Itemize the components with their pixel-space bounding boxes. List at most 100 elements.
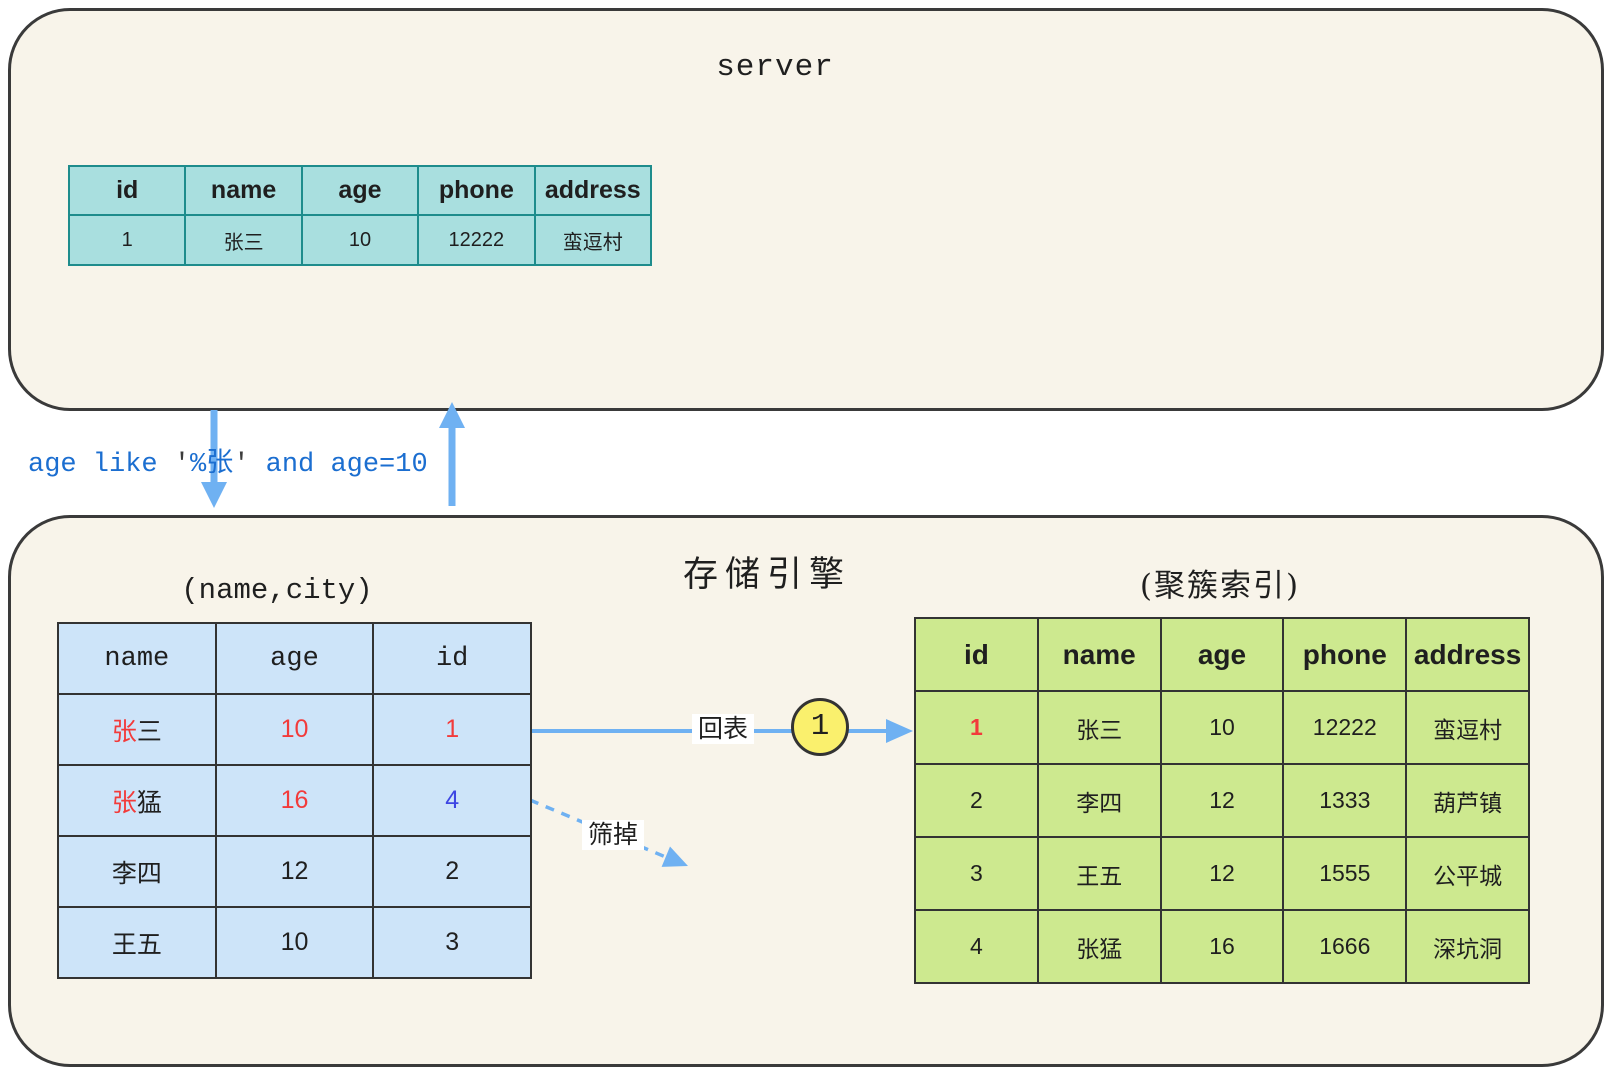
data-cell: 公平城	[1405, 836, 1530, 911]
column-header-cell: id	[914, 617, 1039, 692]
column-header-cell: name	[1036, 617, 1162, 692]
table-row: 2 李四 12 1333 葫芦镇	[914, 763, 1530, 838]
cell-text: 4	[970, 933, 983, 959]
table-row: 1 张三 10 12222 蛮逗村	[67, 214, 653, 266]
data-cell: 10	[214, 906, 375, 979]
data-cell: 1	[67, 214, 187, 266]
column-header-cell: phone	[1282, 617, 1408, 692]
data-cell: 张猛	[57, 764, 217, 837]
data-cell: 张三	[57, 693, 217, 766]
data-cell: 1	[372, 693, 532, 766]
query-condition-label: age like '%张' and age=10	[28, 440, 428, 480]
cell-text: name	[1062, 638, 1136, 670]
data-cell: 4	[914, 909, 1039, 984]
cell-text: age	[1197, 638, 1247, 670]
cell-text: 1666	[1319, 933, 1371, 959]
cell-text: 2	[970, 787, 983, 813]
data-cell: 3	[914, 836, 1039, 911]
column-header-cell: age	[1159, 617, 1285, 692]
data-cell: 12	[1159, 836, 1285, 911]
data-cell: 李四	[1036, 763, 1162, 838]
column-header-cell: address	[1405, 617, 1530, 692]
cell-text: 10	[348, 228, 372, 251]
secondary-index-title: (name,city)	[181, 574, 373, 607]
cell-text: 1333	[1319, 787, 1371, 813]
cell-text: age	[270, 643, 319, 674]
data-cell: 1333	[1282, 763, 1408, 838]
data-cell: 王五	[1036, 836, 1162, 911]
table-row: 3 王五 12 1555 公平城	[914, 836, 1530, 911]
cell-text: 3	[445, 928, 460, 956]
data-cell: 张猛	[1036, 909, 1162, 984]
back-to-table-label: 回表	[692, 714, 755, 744]
cell-text: 10	[280, 928, 309, 956]
cell-text: 12	[1209, 787, 1235, 813]
cell-text: name	[104, 643, 170, 674]
cell-text: 4	[445, 786, 460, 814]
cluster-index-title: (聚簇索引)	[1139, 568, 1301, 604]
cell-text: 1555	[1319, 860, 1371, 886]
cell-text: 猛	[136, 788, 162, 817]
query-text-segment: and age=10	[249, 450, 428, 480]
column-header-cell: age	[300, 165, 420, 216]
cell-text: 李四	[111, 859, 162, 888]
data-cell: 10	[214, 693, 375, 766]
data-cell: 王五	[57, 906, 217, 979]
cell-text: 3	[970, 860, 983, 886]
data-cell: 12222	[417, 214, 536, 266]
cell-text: id	[116, 176, 139, 204]
column-header-cell: address	[533, 165, 653, 216]
cell-text: name	[210, 176, 277, 204]
cell-text: 张三	[223, 231, 264, 254]
cell-text: 王五	[1076, 862, 1123, 889]
cell-text: id	[963, 638, 989, 670]
cell-text: 蛮逗村	[1433, 716, 1503, 743]
data-cell: 10	[1159, 690, 1285, 765]
server-box-title: server	[716, 50, 834, 85]
cell-text: 深坑洞	[1433, 935, 1503, 962]
cell-text: 16	[280, 786, 309, 814]
data-cell: 12222	[1282, 690, 1408, 765]
query-text-segment: '	[233, 450, 250, 480]
data-cell: 2	[914, 763, 1039, 838]
cell-text: 张猛	[1076, 935, 1123, 962]
data-cell: 12	[214, 835, 375, 908]
cell-text: 三	[136, 717, 162, 746]
filter-out-label: 筛掉	[582, 820, 645, 850]
data-cell: 1666	[1282, 909, 1408, 984]
data-cell: 16	[1159, 909, 1285, 984]
cell-text: 12222	[448, 228, 505, 251]
cell-text: phone	[438, 176, 514, 204]
cell-text: 葫芦镇	[1433, 789, 1503, 816]
data-cell: 3	[372, 906, 532, 979]
cell-text: address	[544, 176, 641, 204]
data-cell: 葫芦镇	[1405, 763, 1530, 838]
result-up-arrow	[439, 402, 465, 506]
data-cell: 2	[372, 835, 532, 908]
step-1-badge: 1	[791, 698, 849, 756]
data-cell: 蛮逗村	[533, 214, 653, 266]
data-cell: 4	[372, 764, 532, 837]
cell-text: 蛮逗村	[562, 231, 623, 254]
cell-text: 12	[280, 857, 309, 885]
cell-text: 1	[121, 228, 133, 251]
column-header-cell: name	[57, 622, 217, 695]
cell-text: 王五	[111, 930, 162, 959]
cell-text: 张	[111, 717, 137, 746]
cell-text: 10	[1209, 714, 1235, 740]
column-header-cell: phone	[417, 165, 536, 216]
cell-text: 2	[445, 857, 460, 885]
cell-text: 李四	[1076, 789, 1123, 816]
cell-text: 公平城	[1433, 862, 1503, 889]
cell-text: 张	[111, 788, 137, 817]
cell-text: 12222	[1312, 714, 1377, 740]
cell-text: 张三	[1076, 716, 1123, 743]
